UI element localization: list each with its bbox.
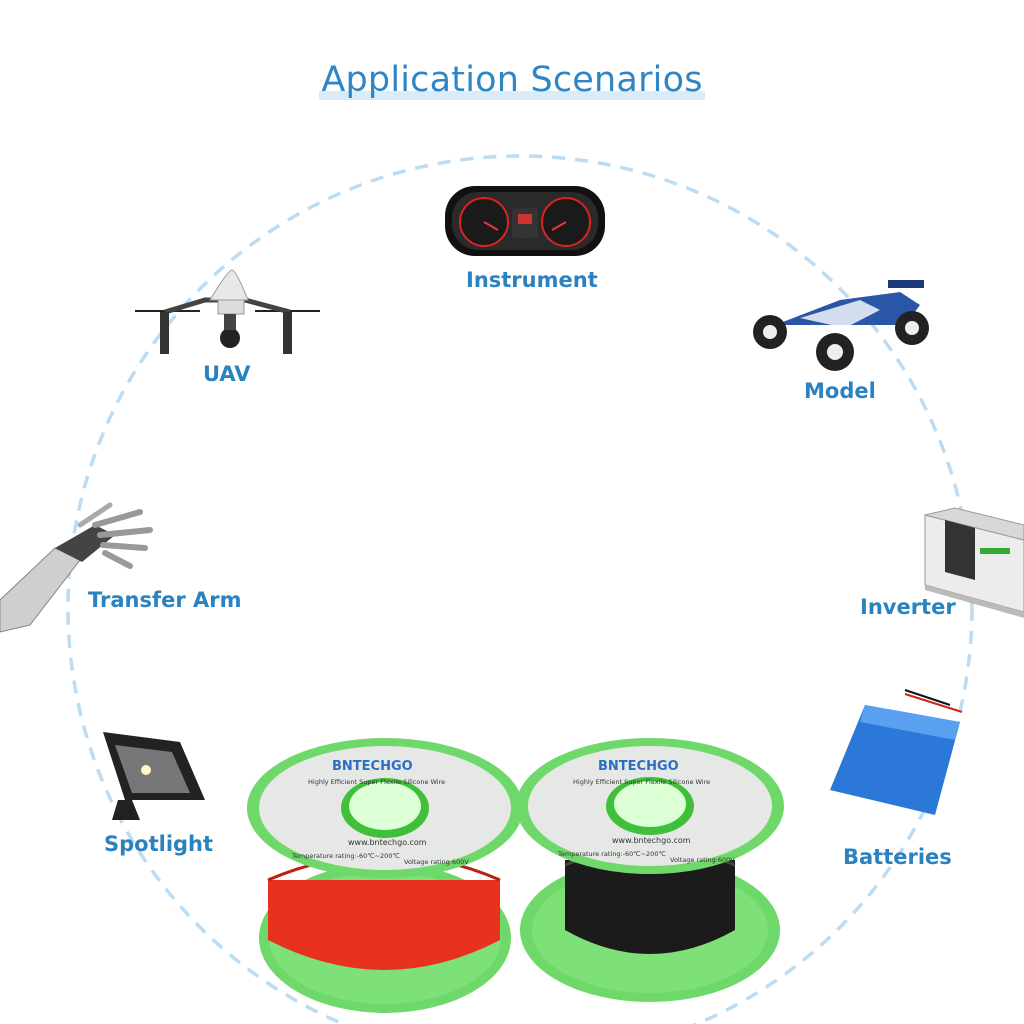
label-uav: UAV <box>203 362 251 386</box>
spool-left-brand: BNTECHGO <box>332 759 413 774</box>
spool-left-temp: Temperature rating:-60℃~200℃ <box>291 852 400 860</box>
spool-right-voltage: Voltage rating:600V <box>670 856 735 864</box>
batteries-icon <box>830 689 963 815</box>
label-model: Model <box>804 379 876 403</box>
label-inverter: Inverter <box>860 595 956 619</box>
label-spotlight: Spotlight <box>104 832 214 856</box>
label-instrument: Instrument <box>466 268 598 292</box>
page-title-text: Application Scenarios <box>319 60 705 100</box>
model-icon <box>753 280 929 371</box>
transfer-arm-icon <box>0 502 153 633</box>
label-batteries: Batteries <box>843 845 952 869</box>
spool-right-temp: Temperature rating:-60℃~200℃ <box>557 850 666 858</box>
spool-left-voltage: Voltage rating:600V <box>404 858 469 866</box>
page-title: Application Scenarios <box>0 60 1024 100</box>
spool-left-tagline: Highly Efficient Super Flexile Silicone … <box>308 778 445 786</box>
inverter-icon <box>924 507 1024 618</box>
label-transfer-arm: Transfer Arm <box>88 588 242 612</box>
uav-icon <box>135 269 320 354</box>
dashed-ring <box>66 154 974 1024</box>
spool-right-website: www.bntechgo.com <box>612 836 691 845</box>
spool-right-brand: BNTECHGO <box>598 759 679 774</box>
spool-right-tagline: Highly Efficient Super Flexile Silicone … <box>573 778 710 786</box>
spool-left <box>247 738 523 1013</box>
instrument-icon <box>445 186 605 256</box>
spotlight-icon <box>103 732 205 820</box>
spool-left-website: www.bntechgo.com <box>348 838 427 847</box>
spool-right <box>516 738 784 1002</box>
